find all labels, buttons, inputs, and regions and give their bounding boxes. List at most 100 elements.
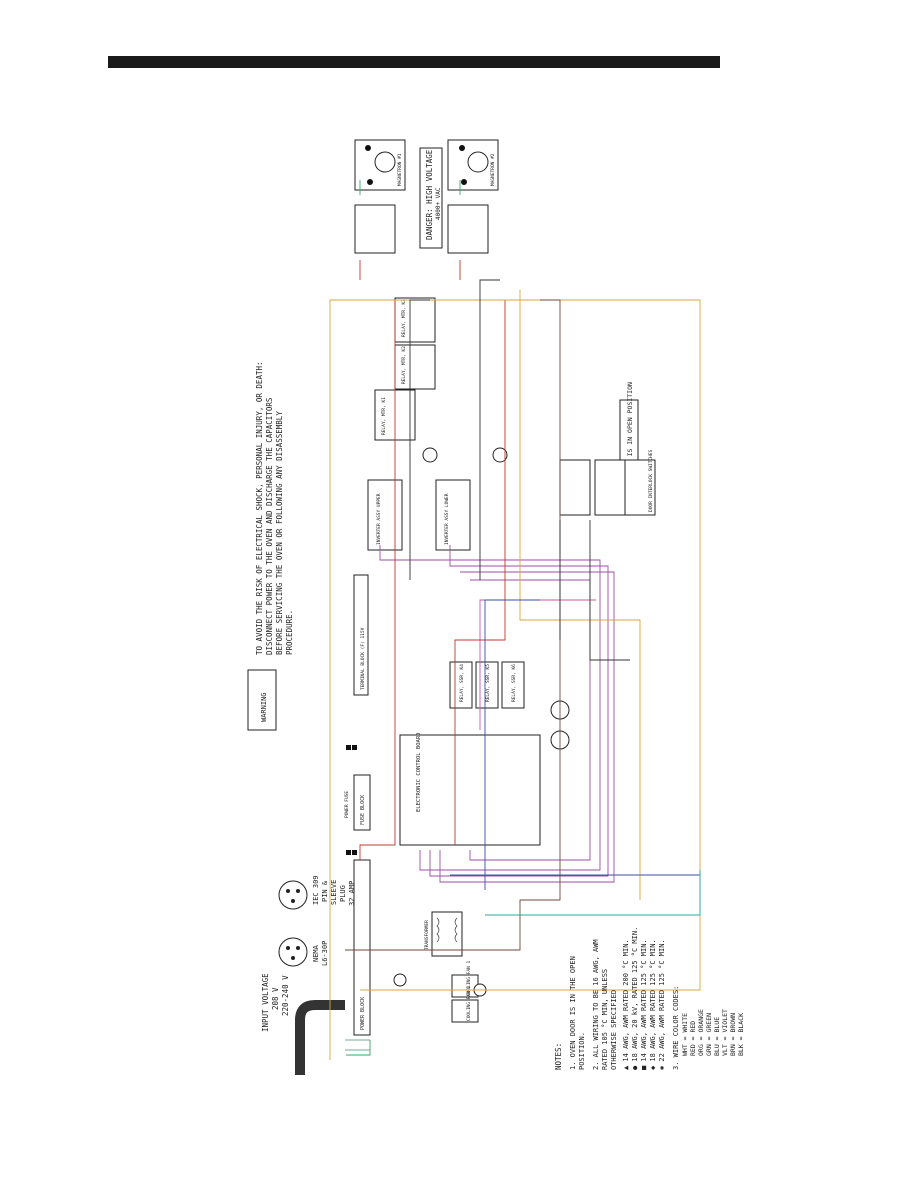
interlock-switch-box (624, 459, 656, 516)
notes-title: NOTES: (554, 1043, 563, 1070)
wire-teal (485, 870, 701, 916)
warning-line-2: DISCONNECT POWER TO THE OVEN AND DISCHAR… (265, 397, 274, 655)
gauge-line: ● 18 AWG, 20 kV, RATED 125 °C MIN. (631, 927, 639, 1070)
plug-pin-icon (296, 889, 300, 893)
cooling-fan-2-label: COOLING FAN 2 (466, 985, 472, 1021)
inverter-lower-box (435, 479, 471, 551)
transformer-area: TRANSFORMER COOLING FAN 1 COOLING FAN 2 (393, 911, 487, 1023)
ground-wire (345, 1039, 370, 1051)
note-2-line-3: OTHERWISE SPECIFIED (610, 990, 618, 1070)
wire-blue (484, 599, 540, 890)
color-code: VLT = VIOLET (721, 1009, 729, 1056)
transformer-box (431, 911, 463, 957)
gauge-line: ■ 14 AWG, AWM RATED 125 °C MIN. (640, 939, 648, 1070)
cooling-fan-1-label: COOLING FAN 1 (466, 960, 472, 996)
color-code: BLK = BLACK (737, 1013, 745, 1056)
plug-pin-icon (286, 946, 290, 950)
iec-plug-icon (278, 880, 308, 910)
input-voltage-208: 208 V (271, 987, 280, 1010)
inverter-lower-label: INVERTER ASSY LOWER (444, 493, 450, 545)
hv-marker (367, 179, 373, 185)
ssr-relays: RELAY, SSR, K4 RELAY, SSR, K5 RELAY, SSR… (449, 661, 570, 750)
relay-k4-box (449, 661, 473, 709)
note-3-title: 3. WIRE COLOR CODES: (672, 986, 680, 1070)
color-code: BLU = BLUE (713, 1017, 721, 1056)
terminal-block: TERMINAL BLOCK (F) 115V (353, 574, 369, 696)
plug-pin-icon (291, 956, 295, 960)
terminal-block-label: TERMINAL BLOCK (F) 115V (360, 627, 366, 690)
warning-badge: WARNING (260, 692, 268, 722)
control-board-box (399, 734, 541, 846)
input-voltage-title: INPUT VOLTAGE (261, 973, 270, 1032)
high-voltage-section: MAGNETRON #1 MAGNETRON #2 (354, 139, 499, 254)
note-1-line-2: POSITION. (578, 1032, 586, 1070)
wire-violet (429, 545, 609, 877)
input-voltage-220: 220-240 V (281, 975, 290, 1016)
wire-brown (345, 299, 561, 951)
iec-label-5: 32 AMP (348, 881, 356, 906)
transformer-coil-icon (436, 917, 458, 943)
iec-label-2: PIN & (321, 880, 329, 902)
wire-green (346, 1040, 371, 1056)
nema-plug-icon (278, 937, 308, 967)
power-cord (295, 1000, 345, 1075)
wire-red (359, 260, 461, 280)
color-code: BRN = BROWN (729, 1013, 737, 1056)
notes: NOTES: 1. OVEN DOOR IS IN THE OPEN POSIT… (554, 927, 745, 1070)
warning-notice: WARNING TO AVOID THE RISK OF ELECTRICAL … (247, 362, 294, 731)
wire-violet (379, 545, 601, 871)
gauge-line: ◆ 18 AWG, AWM RATED 125 °C MIN. (649, 939, 657, 1070)
magnetron-2-label: MAGNETRON #2 (490, 153, 496, 186)
inverters: INVERTER ASSY UPPER INVERTER ASSY LOWER (367, 447, 508, 551)
fuse-block: FUSE BLOCK POWER FUSE (344, 774, 371, 831)
terminal-marker (346, 850, 351, 855)
relay-k2-label: RELAY, MTR, K2 (401, 346, 407, 384)
wire-green (359, 180, 461, 195)
connection-markers (346, 145, 467, 855)
relay-k4-label: RELAY, SSR, K4 (459, 664, 465, 702)
control-board: ELECTRONIC CONTROL BOARD (399, 733, 541, 846)
wire-pink (479, 599, 596, 730)
power-block: POWER BLOCK (353, 859, 371, 1036)
interlock-switches: DOOR INTERLOCK SWITCHES (559, 449, 656, 516)
inverter-upper-box (367, 479, 403, 551)
relay-k5-label: RELAY, SSR, K5 (485, 664, 491, 702)
relay-k5-box (475, 661, 499, 709)
cooling-fan-1-box (451, 974, 479, 998)
warning-line-1: TO AVOID THE RISK OF ELECTRICAL SHOCK, P… (255, 362, 264, 656)
nema-label-2: L6-30P (321, 941, 329, 966)
hv-transformer-2-box (447, 204, 489, 254)
input-section: INPUT VOLTAGE 208 V 220-240 V NEMA L6-30… (261, 875, 370, 1075)
plug-pin-icon (291, 899, 295, 903)
magnetron-1-label: MAGNETRON #1 (397, 153, 403, 186)
interlock-switch-box (594, 459, 626, 516)
color-code: GRN = GREEN (705, 1013, 713, 1056)
motor-relays: RELAY, MTR, K1 RELAY, MTR, K2 RELAY, MTR… (374, 297, 436, 441)
motor-icon (393, 973, 407, 987)
inverter-upper-label: INVERTER ASSY UPPER (376, 493, 382, 545)
power-block-box (353, 859, 371, 1036)
stirrer-motor-icon (422, 447, 438, 463)
danger-box (419, 147, 443, 249)
relay-k3-label: RELAY, MTR, K3 (401, 299, 407, 337)
note-1-line-1: 1. OVEN DOOR IS IN THE OPEN (569, 956, 577, 1070)
terminal-marker (346, 745, 351, 750)
color-code: WHT = WHITE (681, 1013, 689, 1056)
hv-marker (365, 145, 371, 151)
warning-badge-box (247, 669, 277, 731)
magnetron-1-icon (374, 151, 396, 173)
wire-orange (329, 299, 701, 1060)
warning-line-3: BEFORE SERVICING THE OVEN OR FOLLOWING A… (275, 411, 284, 655)
iec-label-3: SLEEVE (330, 880, 338, 905)
note-2-line-1: 2. ALL WIRING TO BE 16 AWG, AWM (592, 939, 600, 1070)
relay-k2-box (394, 344, 436, 390)
wire-orange (519, 290, 641, 900)
warning-line-4: PROCEDURE. (285, 610, 294, 655)
wire-black (409, 299, 430, 580)
danger-line-2: 4000+ VAC (435, 187, 442, 220)
interlock-label: DOOR INTERLOCK SWITCHES (648, 449, 654, 512)
transformer-label: TRANSFORMER (424, 920, 430, 950)
wire-violet (469, 579, 591, 861)
interlock-switch-box (559, 459, 591, 516)
wire-violet (439, 571, 615, 883)
